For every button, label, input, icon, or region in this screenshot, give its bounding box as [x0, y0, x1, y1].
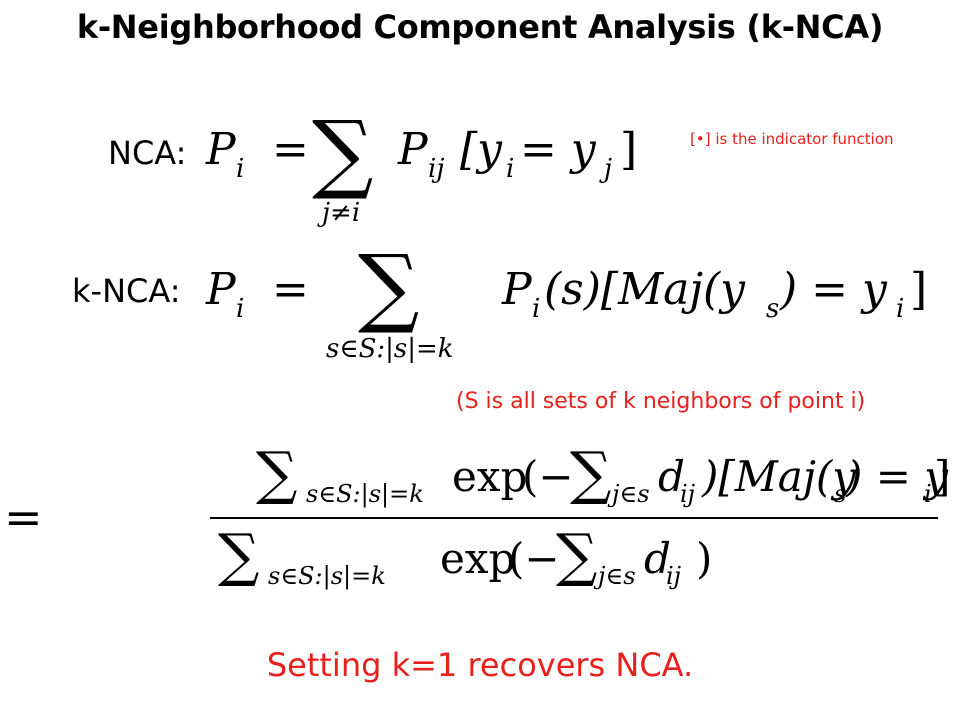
denominator-exp: exp [440, 534, 516, 583]
nca-bracket-open: [y [460, 124, 503, 175]
nca-lhs: P [206, 124, 236, 175]
nca-bracket-sub1: i [506, 154, 515, 184]
numerator-sum-symbol: ∑ [256, 439, 298, 507]
conclusion: Setting k=1 recovers NCA. [266, 646, 694, 684]
knca-term-rest: (s)[Maj(y [544, 264, 746, 315]
slide-title: k-Neighborhood Component Analysis (k-NCA… [76, 8, 884, 46]
nca-equals: = [272, 124, 309, 175]
nca-bracket-close: ] [620, 124, 638, 175]
nca-sum-subscript: j≠i [322, 198, 361, 228]
numerator-d: d [658, 452, 685, 501]
indicator-note: [•] is the indicator function [690, 130, 894, 148]
knca-term: P [502, 264, 532, 315]
fraction-equals: = [4, 490, 43, 544]
numerator-d-sub: ij [680, 480, 696, 508]
knca-term-rest2: ) = y [780, 264, 887, 315]
nca-formula: P i = ∑ j≠i P ij [y i = y j ] [206, 110, 646, 230]
denominator-inner-sum: ∑ [556, 521, 598, 589]
numerator-exp: exp [452, 452, 528, 501]
nca-bracket-sub2: j [604, 154, 613, 184]
numerator-rest-sub2: i [924, 480, 932, 508]
knca-sum-symbol: ∑ [358, 237, 420, 337]
nca-bracket-mid: = y [520, 124, 596, 175]
numerator-inner-sum: ∑ [570, 439, 612, 507]
knca-formula: P i = ∑ s∈S:|s|=k P i (s)[Maj(y s ) = y … [206, 244, 936, 374]
fraction-numerator: ∑ s∈S:|s|=k exp (− ∑ j∈s d ij )[Maj(y s … [256, 439, 950, 514]
knca-equals: = [272, 264, 309, 315]
denominator-d-sub: ij [666, 562, 682, 590]
denominator-d: d [644, 534, 671, 583]
fraction-denominator: ∑ s∈S:|s|=k exp (− ∑ j∈s d ij ) [218, 526, 818, 596]
numerator-paren-open: (− [522, 452, 574, 501]
denominator-sum-sub: s∈S:|s|=k [268, 562, 386, 590]
numerator-rest: )[Maj(y [702, 452, 856, 501]
denominator-close: ) [696, 534, 713, 583]
knca-sum-subscript: s∈S:|s|=k [326, 334, 454, 364]
numerator-close: ] [934, 452, 951, 501]
denominator-inner-sub: j∈s [598, 562, 636, 590]
knca-term-sub: i [532, 294, 541, 324]
knca-lhs-sub: i [236, 294, 245, 324]
knca-term-sub3: i [896, 294, 905, 324]
nca-term-sub: ij [428, 154, 445, 184]
nca-sum-symbol: ∑ [312, 103, 374, 203]
nca-term: P [398, 124, 428, 175]
s-note: (S is all sets of k neighbors of point i… [456, 389, 866, 414]
knca-term-sub2: s [766, 294, 780, 324]
denominator-sum-symbol: ∑ [218, 521, 260, 589]
numerator-inner-sub: j∈s [612, 480, 650, 508]
knca-lhs: P [206, 264, 236, 315]
denominator-paren-open: (− [508, 534, 560, 583]
numerator-sum-sub: s∈S:|s|=k [306, 480, 424, 508]
fraction-bar [210, 517, 938, 519]
nca-label: NCA: [108, 134, 187, 172]
numerator-rest2: ) = y [846, 452, 949, 501]
knca-label: k-NCA: [72, 272, 181, 310]
knca-term-close: ] [910, 264, 928, 315]
numerator-rest-sub: s [834, 480, 847, 508]
nca-lhs-sub: i [236, 154, 245, 184]
